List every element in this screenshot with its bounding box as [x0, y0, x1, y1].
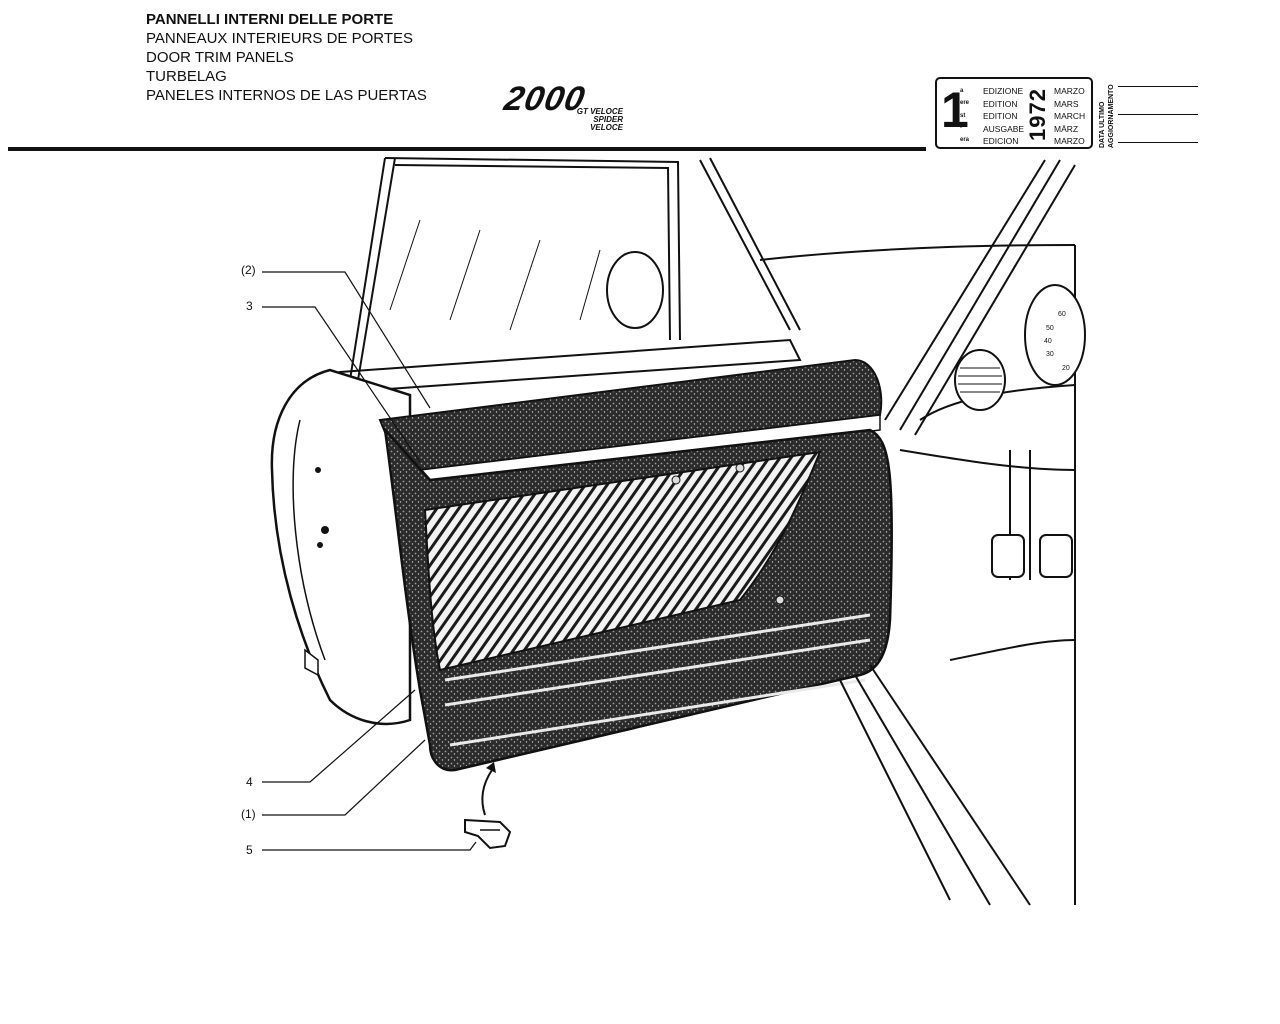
variant-gt: GT VELOCE — [576, 107, 623, 116]
edition-month: MÄRZ — [1054, 123, 1079, 134]
title-german: TURBELAG — [146, 68, 227, 85]
mirror — [606, 251, 664, 329]
gauge-tick: 50 — [1046, 325, 1054, 332]
edition-suffix: st — [960, 113, 966, 119]
callout-1: (1) — [241, 807, 256, 821]
gauge-tick: 20 — [1062, 365, 1070, 372]
edition-box: 1 a ere st - era EDIZIONE EDITION EDITIO… — [935, 77, 1093, 149]
edition-label: EDITION — [983, 111, 1018, 121]
title-french: PANNEAUX INTERIEURS DE PORTES — [146, 30, 413, 47]
model-variants: GT VELOCE SPIDER VELOCE — [563, 108, 623, 132]
header-rule — [8, 147, 926, 151]
window-glass — [349, 157, 801, 381]
callout-4: 4 — [246, 775, 253, 789]
edition-number: 1 — [941, 82, 969, 138]
edition-suffix: era — [960, 137, 970, 143]
gauge-tick: 40 — [1044, 338, 1052, 345]
arrow-head — [486, 762, 496, 773]
clip-part — [464, 818, 512, 850]
edition-label: EDITION — [983, 98, 1018, 109]
arrow-line — [481, 769, 493, 816]
air-vent — [954, 349, 1006, 411]
edition-suffix: a — [960, 88, 964, 94]
edition-label: EDIZIONE — [983, 86, 1024, 96]
variant-spider: SPIDER VELOCE — [590, 115, 623, 132]
callout-2: (2) — [241, 263, 256, 277]
speedometer — [1024, 284, 1086, 386]
clutch-pedal — [1039, 534, 1073, 578]
edition-suffix: - — [960, 125, 962, 131]
update-line — [1118, 86, 1198, 87]
door-shell — [270, 368, 412, 726]
edition-label: AUSGABE — [983, 123, 1025, 134]
title-italian: PANNELLI INTERNI DELLE PORTE — [146, 11, 394, 28]
striped-insert — [423, 450, 822, 672]
leader-lines — [262, 271, 477, 851]
brake-pedal — [991, 534, 1025, 578]
title-block: PANNELLI INTERNI DELLE PORTE PANNEAUX IN… — [146, 10, 427, 105]
edition-months: MARZO MARS MARCH MÄRZ MARZO — [1054, 85, 1085, 148]
update-line — [1118, 142, 1198, 143]
edition-month: MARZO — [1054, 136, 1085, 146]
edition-month: MARZO — [1054, 86, 1085, 96]
title-spanish: PANELES INTERNOS DE LAS PUERTAS — [146, 87, 427, 104]
gauge-tick: 30 — [1046, 351, 1054, 358]
edition-month: MARS — [1054, 98, 1079, 109]
edition-labels: EDIZIONE EDITION EDITION AUSGABE EDICION — [983, 85, 1024, 148]
callout-3: 3 — [246, 299, 253, 313]
edition-suffix: ere — [960, 100, 970, 106]
edition-label: EDICION — [983, 136, 1019, 146]
update-line — [1118, 114, 1198, 115]
title-english: DOOR TRIM PANELS — [146, 49, 294, 66]
model-logo: 2000 GT VELOCE SPIDER VELOCE — [501, 80, 623, 132]
callout-5: 5 — [246, 843, 253, 857]
edition-month: MARCH — [1054, 111, 1086, 121]
gauge-tick: 60 — [1058, 311, 1066, 318]
